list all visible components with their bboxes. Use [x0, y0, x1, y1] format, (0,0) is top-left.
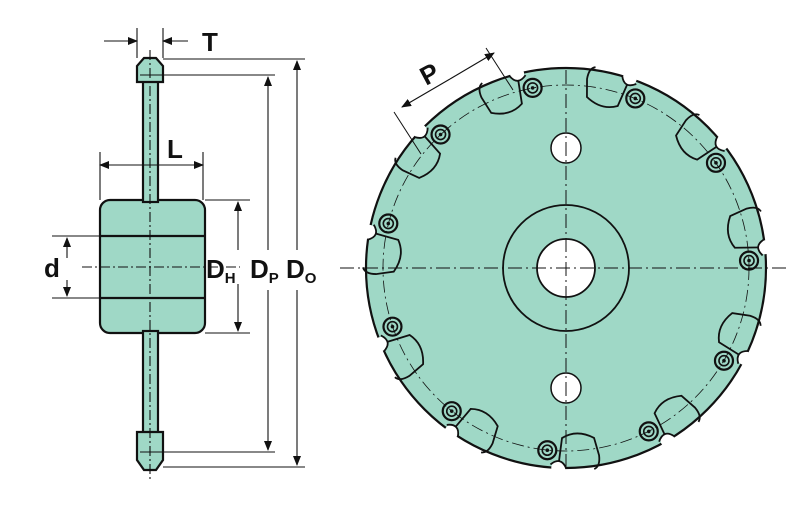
bolt-inner: [642, 425, 655, 438]
tooth-pocket: [653, 394, 701, 439]
teeth-group: [362, 66, 772, 475]
bolt-inner: [526, 82, 539, 94]
tooth-notch: [551, 460, 566, 475]
tooth-pocket: [451, 408, 499, 454]
tooth-notch-edge: [658, 432, 676, 442]
bolt-inner: [541, 444, 554, 457]
tooth-notch-edge: [446, 423, 460, 437]
tooth-pocket: [478, 75, 523, 115]
tooth-notch-edge: [621, 75, 637, 87]
tooth-notch: [510, 67, 525, 82]
tooth-notch: [373, 336, 388, 351]
tooth-notch-edge: [549, 460, 568, 469]
tooth-notch: [622, 71, 637, 86]
bolt-inner: [386, 320, 399, 333]
label-l: L: [167, 134, 183, 164]
bolt-center: [545, 448, 550, 453]
tooth-notch: [737, 351, 752, 366]
tooth-notch: [715, 135, 730, 150]
label-dp: DP: [250, 254, 279, 287]
tooth-pocket: [394, 132, 442, 179]
tooth-pocket: [675, 113, 722, 161]
tooth-notch-edge: [757, 238, 765, 257]
tooth-notch-edge: [736, 350, 749, 364]
label-t: T: [202, 27, 218, 57]
label-dh: DH: [206, 254, 236, 287]
tooth-pocket: [726, 206, 763, 249]
tooth-notch-edge: [714, 136, 725, 153]
bolt-inner: [718, 354, 730, 367]
tooth-pocket: [382, 334, 424, 381]
tooth-pocket: [362, 231, 402, 275]
label-p: P: [415, 57, 444, 92]
tooth-notch: [444, 424, 459, 439]
tooth-notch-edge: [380, 334, 389, 353]
label-d: d: [44, 253, 60, 283]
tooth-notch-edge: [414, 127, 429, 139]
bolt-inner: [382, 217, 395, 230]
bolt-center: [530, 86, 535, 90]
label-do: DO: [286, 254, 317, 287]
bolt-center: [449, 409, 454, 413]
front-view: [340, 47, 790, 475]
tooth-notch-edge: [508, 74, 527, 82]
tooth-pocket: [557, 432, 601, 470]
tooth-notch: [660, 433, 675, 448]
bolt-inner: [434, 128, 447, 141]
tooth-pocket: [717, 312, 762, 358]
tooth-notch: [413, 124, 428, 139]
bolt-center: [438, 132, 443, 137]
bolt-center: [747, 258, 751, 263]
bolt-inner: [629, 92, 642, 105]
hub-body: [98, 198, 207, 335]
bolt-inner: [710, 157, 722, 169]
side-view: [98, 56, 207, 472]
tooth-notch-edge: [367, 224, 378, 241]
bolt-inner: [445, 405, 458, 417]
tooth-notch: [362, 224, 377, 239]
side-dimensions: [52, 28, 305, 480]
tooth-notch: [757, 240, 772, 255]
tooth-pocket: [586, 66, 630, 109]
